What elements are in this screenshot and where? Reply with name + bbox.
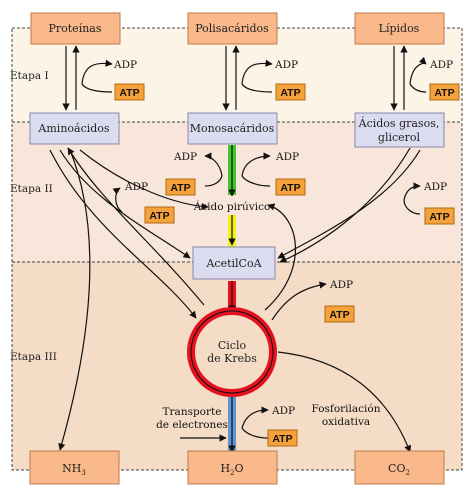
box-lipidos: [354, 12, 445, 45]
label-transporte-2: de electrones: [156, 419, 228, 431]
label-co2: CO2: [388, 462, 410, 477]
atp-box-s1-prot: [114, 83, 145, 101]
atp-box-s2-left: [165, 178, 196, 196]
fatty-atp-curves: [403, 182, 421, 215]
atp-box-s1-poli: [275, 83, 306, 101]
stage-label-2: Etapa II: [10, 183, 53, 195]
adp-label-s2-left: ADP: [173, 151, 197, 163]
stage3-band: [12, 262, 462, 470]
adp-label-s2-right: ADP: [275, 151, 299, 163]
adp-label-s1-lip: ADP: [429, 59, 453, 71]
adp-label-fatty: ADP: [423, 181, 447, 193]
h2o-h: H: [220, 462, 230, 475]
atp-box-s2-right: [275, 178, 306, 196]
label-lipidos: Lípidos: [379, 22, 420, 35]
label-acidos-grasos-2: glicerol: [378, 131, 421, 144]
adp-label-s1-poli: ADP: [274, 59, 298, 71]
box-co2: [354, 450, 445, 485]
box-acetilcoa: [192, 246, 276, 280]
atp-label-fatty: ATP: [429, 211, 449, 223]
label-de-krebs: de Krebs: [207, 352, 257, 365]
label-fosforilacion-1: Fosforilación: [312, 403, 381, 415]
box-proteinas: [30, 12, 121, 45]
box-nh3: [29, 450, 120, 485]
label-monosacaridos: Monosacáridos: [190, 122, 275, 135]
h2o-sub: 2: [230, 469, 234, 477]
label-aminoacidos: Aminoácidos: [37, 122, 110, 135]
atp-label-s1-poli: ATP: [280, 87, 300, 99]
atp-label-s2-right: ATP: [280, 182, 300, 194]
label-acidos-grasos-1: Ácidos grasos,: [358, 116, 440, 130]
box-h2o: [187, 450, 278, 485]
co2-sub: 2: [405, 469, 409, 477]
atp-label-s2-left: ATP: [170, 182, 190, 194]
label-fosforilacion-2: oxidativa: [322, 416, 370, 428]
h2o-o: O: [235, 462, 244, 475]
atp-label-bottom: ATP: [272, 433, 292, 445]
co2-main: CO: [388, 462, 405, 475]
atp-label-s1-lip: ATP: [434, 87, 454, 99]
atp-box-bottom: [267, 429, 298, 447]
label-h2o: H2O: [220, 462, 243, 477]
stage-label-3: Etapa III: [10, 351, 57, 363]
label-polisacaridos: Polisacáridos: [195, 22, 269, 35]
adp-label-krebs: ADP: [329, 279, 353, 291]
atp-label-krebs: ATP: [329, 309, 349, 321]
stage-label-1: Etapa I: [10, 70, 49, 82]
box-acidos-grasos: [354, 112, 445, 148]
atp-box-s1-lip: [429, 83, 460, 101]
krebs-ring-line: [190, 310, 274, 394]
adp-label-bottom: ADP: [271, 405, 295, 417]
label-nh3: NH3: [62, 462, 86, 477]
box-polisacaridos: [187, 12, 278, 45]
box-aminoacidos: [29, 112, 120, 145]
nh3-main: NH: [62, 462, 81, 475]
label-transporte-1: Transporte: [163, 406, 222, 418]
label-acetilcoa: AcetilCoA: [205, 257, 262, 270]
amino-atp-curves: [112, 187, 123, 213]
atp-box-fatty: [424, 207, 455, 225]
adp-label-amino: ADP: [124, 181, 148, 193]
label-acido-piruvico: Ácido pirúvico: [193, 199, 271, 213]
long-curves: [49, 147, 421, 453]
box-monosacaridos: [187, 112, 278, 145]
label-proteinas: Proteínas: [48, 22, 101, 35]
atp-box-krebs: [324, 305, 355, 323]
atp-box-amino: [144, 206, 175, 224]
nh3-sub: 3: [81, 469, 85, 477]
atp-label-amino: ATP: [149, 210, 169, 222]
stage1-arrows: [62, 45, 427, 111]
stage2-atp-curves: [204, 152, 271, 187]
adp-label-s1-prot: ADP: [113, 59, 137, 71]
label-ciclo: Ciclo: [218, 339, 247, 352]
atp-label-s1-prot: ATP: [119, 87, 139, 99]
